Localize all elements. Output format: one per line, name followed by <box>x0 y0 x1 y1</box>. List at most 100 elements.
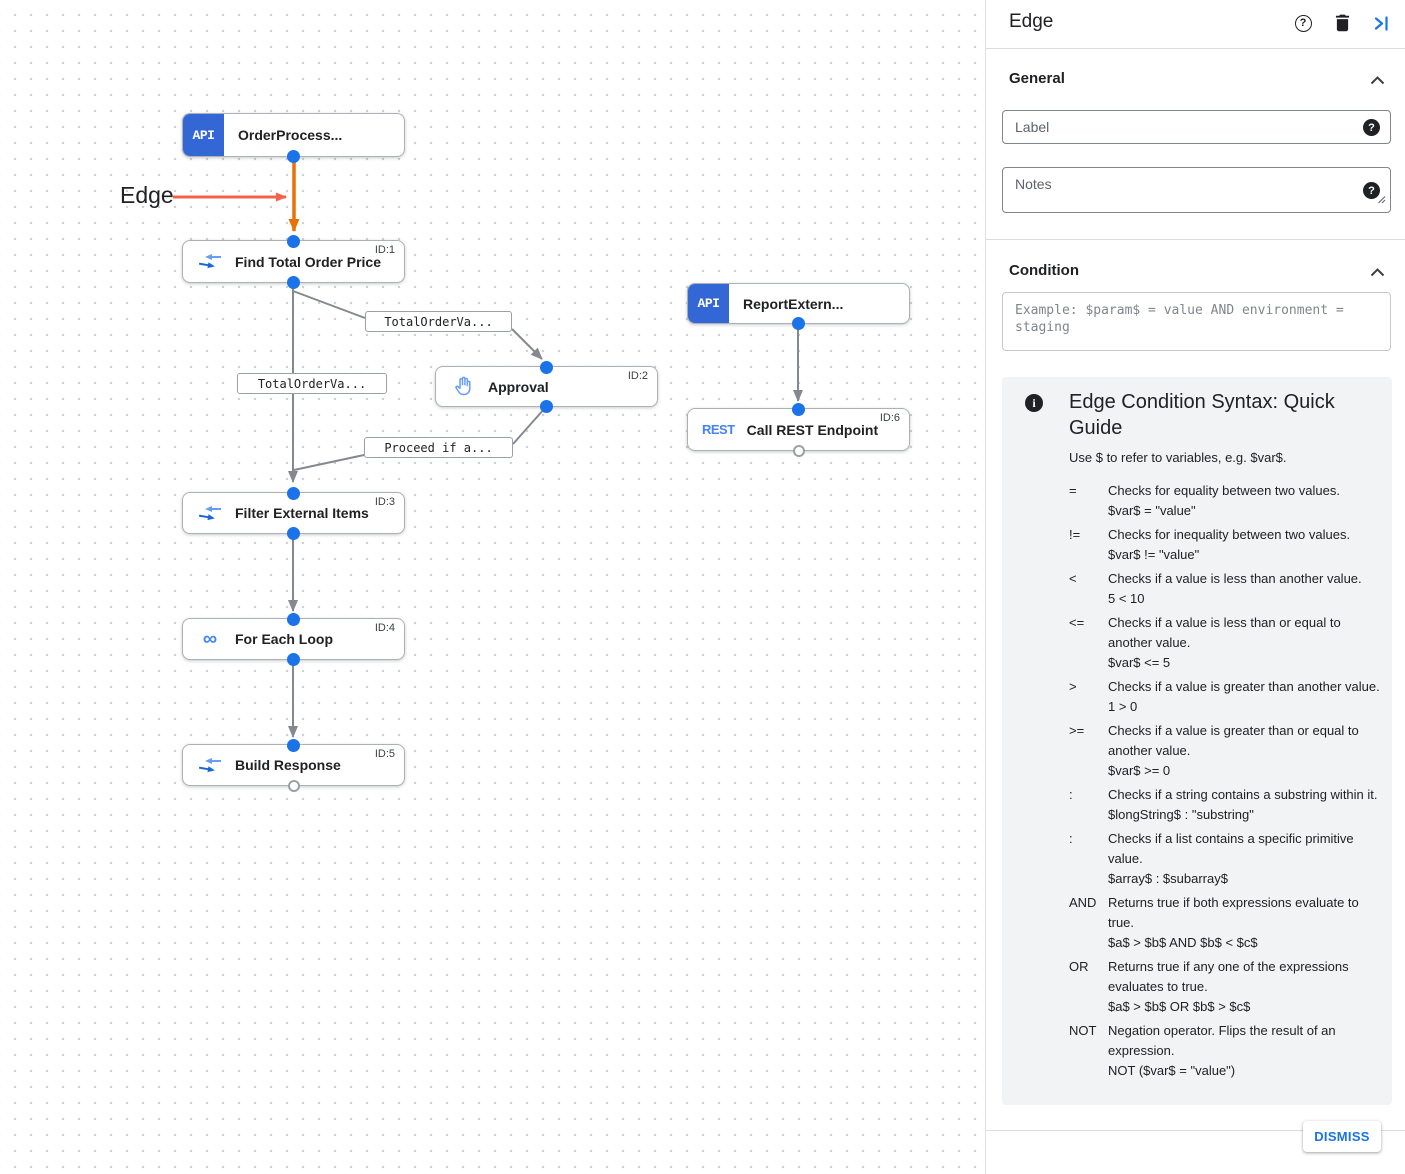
guide-row: != Checks for inequality between two val… <box>1069 525 1384 565</box>
node-find-total-order-price[interactable]: ID:1 Find Total Order Price <box>182 234 405 289</box>
condition-syntax-guide: i Edge Condition Syntax: Quick Guide Use… <box>1002 377 1392 1105</box>
guide-operator: >= <box>1069 723 1085 738</box>
notes-help-icon[interactable]: ? <box>1363 182 1380 199</box>
node-label: Filter External Items <box>235 505 369 521</box>
node-label: For Each Loop <box>235 631 333 647</box>
node-input-port[interactable] <box>287 612 300 626</box>
node-id: ID:1 <box>374 244 395 256</box>
guide-example: $var$ <= 5 <box>1108 655 1171 670</box>
divider <box>986 1130 1405 1131</box>
guide-description: Checks if a string contains a substring … <box>1108 787 1378 802</box>
edge-label-to-approval[interactable]: TotalOrderVa... <box>365 311 512 332</box>
workflow-canvas[interactable]: Edge API OrderProcess... ID:1 Find Total… <box>0 0 984 1174</box>
node-id: ID:6 <box>879 412 900 424</box>
guide-rows: = Checks for equality between two values… <box>1069 481 1384 1081</box>
label-help-icon[interactable]: ? <box>1363 119 1380 136</box>
guide-operator: > <box>1069 679 1077 694</box>
node-label: Find Total Order Price <box>235 253 381 270</box>
panel-header: Edge ? <box>986 0 1405 48</box>
collapse-panel-icon[interactable] <box>1371 13 1391 33</box>
guide-title: Edge Condition Syntax: Quick Guide <box>1069 391 1335 439</box>
guide-description: Checks for inequality between two values… <box>1108 527 1351 542</box>
edge-approval-proceed-a[interactable] <box>512 407 546 445</box>
node-output-port[interactable] <box>792 316 805 330</box>
node-order-process-trigger[interactable]: API OrderProcess... <box>182 113 405 163</box>
node-input-port[interactable] <box>287 486 300 500</box>
edge-findtotal-approval-a[interactable] <box>292 290 366 319</box>
edge-label-to-filter[interactable]: TotalOrderVa... <box>237 373 387 394</box>
resize-handle-icon[interactable] <box>1377 191 1386 209</box>
guide-subtitle: Use $ to refer to variables, e.g. $var$. <box>1069 450 1287 465</box>
info-icon: i <box>1025 394 1043 412</box>
node-for-each-loop[interactable]: ID:4 ∞ For Each Loop <box>182 612 405 666</box>
guide-operator: OR <box>1069 959 1089 974</box>
divider <box>986 239 1405 240</box>
edge-findtotal-approval-b[interactable] <box>511 328 543 360</box>
edge-approval-proceed-b[interactable] <box>293 454 365 471</box>
guide-description: Returns true if both expressions evaluat… <box>1108 895 1359 930</box>
guide-example: $var$ = "value" <box>1108 503 1196 518</box>
node-build-response[interactable]: ID:5 Build Response <box>182 738 405 792</box>
edge-config-panel: Edge ? General ? ? <box>985 0 1405 1174</box>
data-mapping-icon <box>197 757 223 773</box>
help-icon[interactable]: ? <box>1293 13 1313 33</box>
node-input-port[interactable] <box>540 360 553 374</box>
collapse-general-icon[interactable] <box>1370 72 1385 90</box>
node-call-rest-endpoint[interactable]: ID:6 REST Call REST Endpoint <box>687 402 910 457</box>
node-report-extern-trigger[interactable]: API ReportExtern... <box>687 283 910 330</box>
guide-example: $a$ > $b$ AND $b$ < $c$ <box>1108 935 1258 950</box>
api-trigger-icon: API <box>183 114 224 156</box>
label-input[interactable] <box>1003 111 1390 143</box>
node-output-port[interactable] <box>540 399 553 413</box>
guide-description: Checks if a value is less than or equal … <box>1108 615 1341 650</box>
guide-row: = Checks for equality between two values… <box>1069 481 1384 521</box>
node-output-port[interactable] <box>287 149 300 163</box>
node-id: ID:4 <box>374 622 395 634</box>
guide-description: Checks if a value is greater than or equ… <box>1108 723 1359 758</box>
guide-operator: AND <box>1069 895 1097 910</box>
guide-example: 1 > 0 <box>1108 699 1138 714</box>
notes-input[interactable] <box>1003 168 1390 212</box>
dismiss-button[interactable]: DISMISS <box>1303 1121 1381 1152</box>
guide-example: $var$ >= 0 <box>1108 763 1171 778</box>
loop-infinity-icon: ∞ <box>202 628 218 650</box>
condition-input[interactable] <box>1003 293 1390 350</box>
node-label: Approval <box>488 378 549 395</box>
guide-row: > Checks if a value is greater than anot… <box>1069 677 1384 717</box>
guide-row: <= Checks if a value is less than or equ… <box>1069 613 1384 673</box>
edge-layer <box>173 158 803 738</box>
node-id: ID:2 <box>627 370 648 382</box>
node-id: ID:3 <box>374 496 395 508</box>
node-input-port[interactable] <box>287 738 300 752</box>
node-output-port[interactable] <box>287 652 300 666</box>
guide-example: 5 < 10 <box>1108 591 1145 606</box>
annotation-edge-label: Edge <box>120 182 174 208</box>
guide-description: Returns true if any one of the expressio… <box>1108 959 1349 994</box>
notes-field-wrapper: ? <box>1002 167 1391 213</box>
node-output-port[interactable] <box>287 275 300 289</box>
guide-example: $var$ != "value" <box>1108 547 1200 562</box>
node-input-port[interactable] <box>287 234 300 248</box>
node-label: ReportExtern... <box>743 295 844 312</box>
edge-label-from-approval[interactable]: Proceed if a... <box>364 437 513 458</box>
node-label: Call REST Endpoint <box>746 421 879 438</box>
condition-section-heading: Condition <box>1009 262 1079 279</box>
guide-operator: = <box>1069 483 1077 498</box>
node-label: Build Response <box>235 757 341 773</box>
guide-row: >= Checks if a value is greater than or … <box>1069 721 1384 781</box>
guide-example: NOT ($var$ = "value") <box>1108 1063 1236 1078</box>
node-output-port[interactable] <box>287 526 300 540</box>
node-approval[interactable]: ID:2 Approval <box>435 360 658 413</box>
panel-title: Edge <box>1009 11 1054 32</box>
guide-row: NOT Negation operator. Flips the result … <box>1069 1021 1384 1081</box>
node-output-port[interactable] <box>287 779 300 792</box>
delete-icon[interactable] <box>1332 13 1352 33</box>
node-input-port[interactable] <box>792 402 805 416</box>
data-mapping-icon <box>197 505 223 521</box>
collapse-condition-icon[interactable] <box>1370 264 1385 282</box>
rest-icon: REST <box>702 422 735 437</box>
guide-example: $array$ : $subarray$ <box>1108 871 1228 886</box>
node-filter-external-items[interactable]: ID:3 Filter External Items <box>182 486 405 540</box>
guide-description: Checks if a value is less than another v… <box>1108 571 1362 586</box>
node-output-port[interactable] <box>792 444 805 457</box>
